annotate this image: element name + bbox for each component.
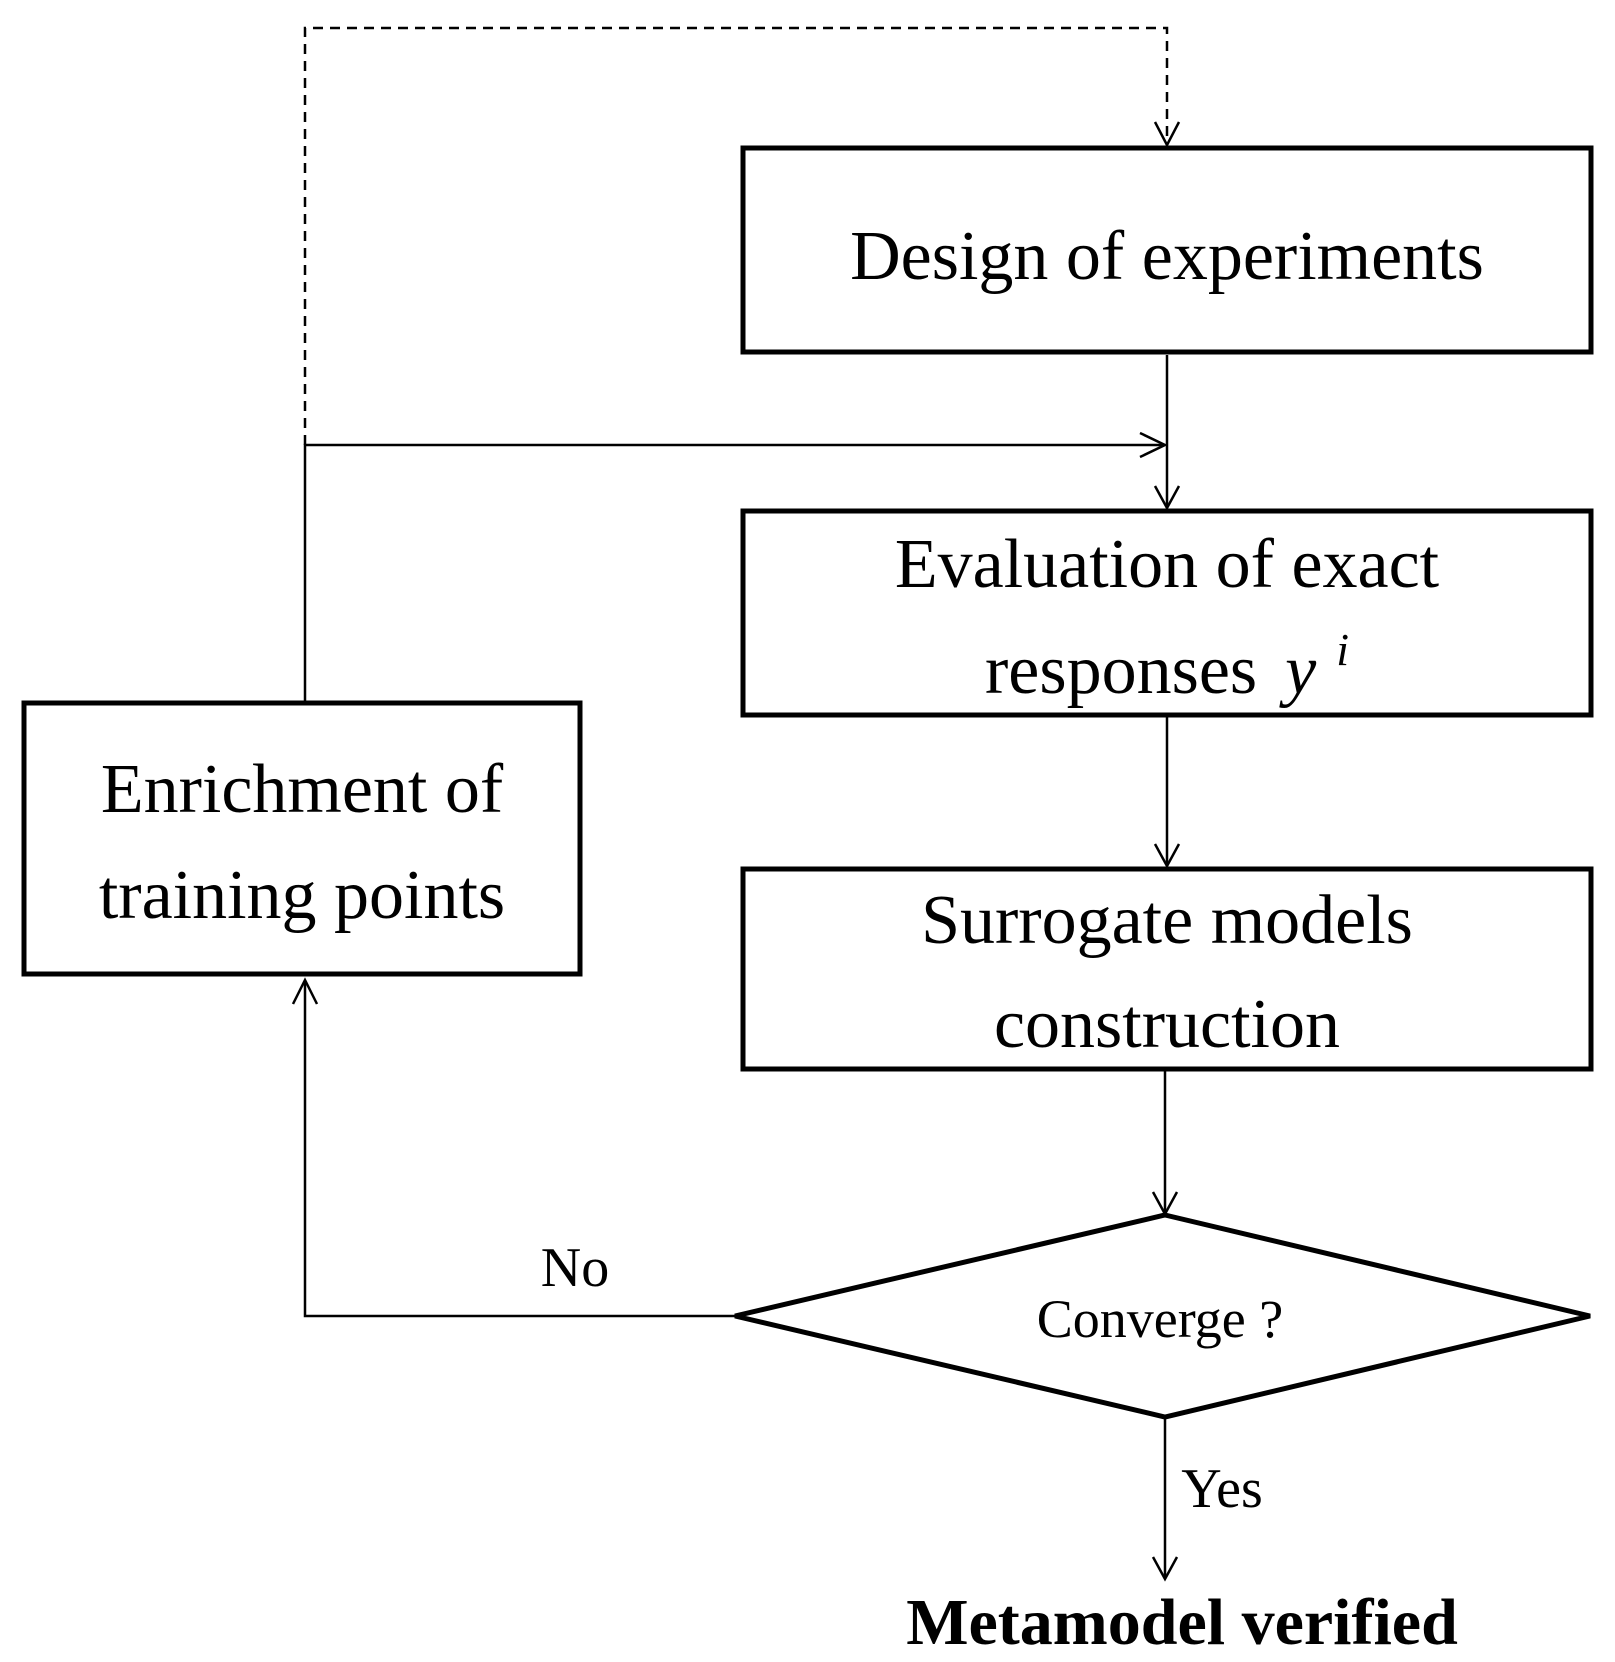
yes-branch-label: Yes bbox=[1181, 1458, 1262, 1520]
dashed-feedback-line bbox=[303, 26, 1169, 445]
no-branch-arrowhead bbox=[291, 977, 319, 1005]
surrogate-label-line2: construction bbox=[994, 986, 1340, 1063]
converge-label: Converge ? bbox=[1037, 1289, 1283, 1349]
no-branch-line bbox=[303, 982, 735, 1318]
dashed-feedback-arrowhead bbox=[1153, 121, 1181, 148]
converge-decision-diamond bbox=[734, 1212, 1591, 1420]
enrichment-return-arrowhead bbox=[1139, 431, 1168, 459]
enrichment-return-line bbox=[303, 443, 1165, 701]
evaluation-box bbox=[740, 508, 1594, 718]
evaluation-label-line1: Evaluation of exact bbox=[895, 526, 1440, 603]
surrogate-label-line1: Surrogate models bbox=[921, 882, 1413, 959]
response-variable: y bbox=[1279, 632, 1317, 709]
design-to-evaluation-arrowhead bbox=[1153, 485, 1181, 511]
response-superscript: i bbox=[1336, 624, 1349, 675]
evaluation-to-surrogate-arrowhead bbox=[1153, 843, 1181, 869]
design-of-experiments-box bbox=[740, 145, 1594, 355]
enrichment-label-line1: Enrichment of bbox=[101, 751, 504, 828]
surrogate-models-box bbox=[740, 866, 1594, 1072]
yes-branch-arrowhead bbox=[1151, 1556, 1179, 1582]
enrichment-box bbox=[21, 700, 583, 977]
no-branch-label: No bbox=[541, 1237, 609, 1299]
metamodel-verified-label: Metamodel verified bbox=[906, 1586, 1458, 1659]
enrichment-label-line2: training points bbox=[99, 857, 505, 934]
design-of-experiments-label: Design of experiments bbox=[850, 218, 1484, 295]
evaluation-responses-text: responses bbox=[985, 632, 1257, 709]
